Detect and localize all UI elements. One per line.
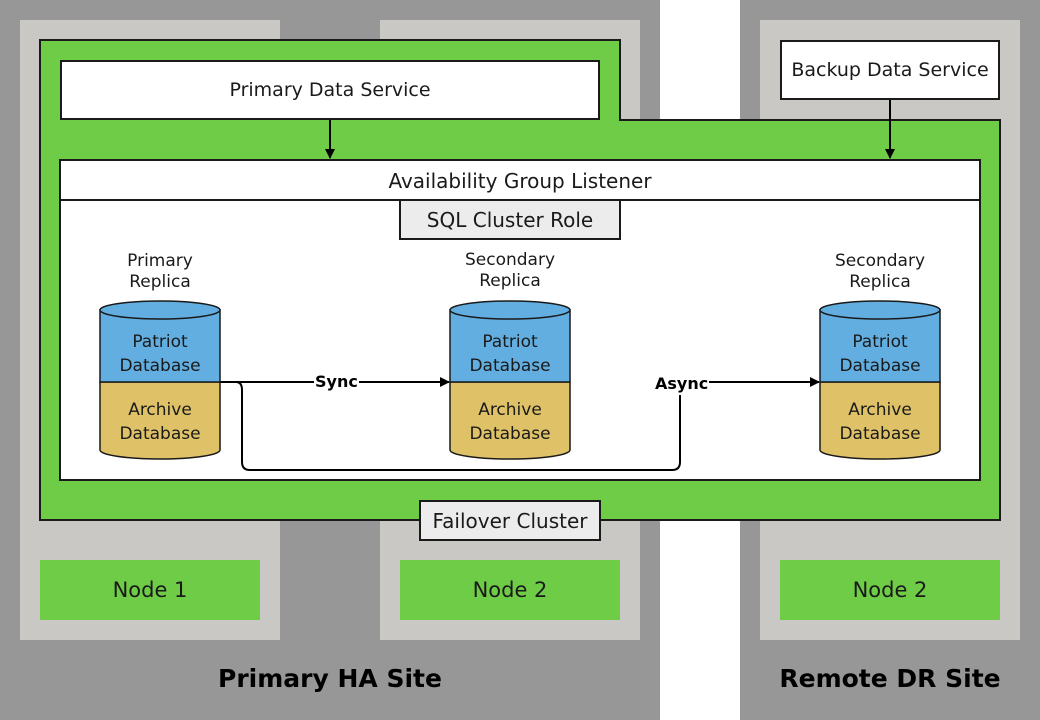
patriot-db-label-3: Patriot Database xyxy=(820,330,940,378)
patriot-db-line1: Patriot xyxy=(482,332,538,352)
patriot-db-line1: Patriot xyxy=(132,332,188,352)
replica-2-role-line1: Secondary xyxy=(464,250,556,270)
node-3-box: Node 2 xyxy=(780,560,1000,620)
sql-cluster-role-label: SQL Cluster Role xyxy=(426,207,594,232)
replica-2-role-line2: Replica xyxy=(479,271,541,291)
database-cylinder-3 xyxy=(819,300,941,460)
node-1-label: Node 1 xyxy=(112,578,188,602)
async-arrow-line xyxy=(220,381,681,471)
patriot-db-line2: Database xyxy=(119,356,201,376)
replica-1-role-line2: Replica xyxy=(129,272,191,292)
backup-data-service-box: Backup Data Service xyxy=(780,40,1000,100)
node-2-box: Node 2 xyxy=(400,560,620,620)
archive-db-line2: Database xyxy=(469,424,551,444)
replica-3-role-line2: Replica xyxy=(849,272,911,292)
remote-dr-site-label: Remote DR Site xyxy=(779,664,1001,693)
archive-db-line1: Archive xyxy=(848,400,912,420)
failover-cluster-label: Failover Cluster xyxy=(432,508,588,533)
patriot-db-label-2: Patriot Database xyxy=(450,330,570,378)
database-cylinder-1 xyxy=(99,300,221,460)
primary-data-service-label: Primary Data Service xyxy=(229,79,431,101)
replica-3-role-line1: Secondary xyxy=(834,251,926,271)
sql-cluster-role-box: SQL Cluster Role xyxy=(399,199,621,240)
replica-1-role-line1: Primary xyxy=(127,251,193,271)
replica-label-1: Primary Replica xyxy=(90,251,230,293)
primary-ha-site-label: Primary HA Site xyxy=(218,664,442,693)
failover-cluster-box: Failover Cluster xyxy=(419,500,601,541)
patriot-db-line2: Database xyxy=(839,356,921,376)
archive-db-label-1: Archive Database xyxy=(100,398,220,446)
availability-group-listener: Availability Group Listener xyxy=(60,162,980,200)
archive-db-line1: Archive xyxy=(478,400,542,420)
sync-label: Sync xyxy=(314,372,359,391)
node-2-label: Node 2 xyxy=(472,578,548,602)
archive-db-line2: Database xyxy=(119,424,201,444)
patriot-db-line2: Database xyxy=(469,356,551,376)
replica-label-2: Secondary Replica xyxy=(440,250,580,292)
availability-group-listener-label: Availability Group Listener xyxy=(388,169,652,193)
primary-data-service-box: Primary Data Service xyxy=(60,60,600,120)
patriot-db-line1: Patriot xyxy=(852,332,908,352)
archive-db-line2: Database xyxy=(839,424,921,444)
async-label: Async xyxy=(654,374,710,393)
replica-label-3: Secondary Replica xyxy=(810,251,950,293)
node-1-box: Node 1 xyxy=(40,560,260,620)
archive-db-line1: Archive xyxy=(128,400,192,420)
backup-data-service-label: Backup Data Service xyxy=(791,59,989,81)
archive-db-label-2: Archive Database xyxy=(450,398,570,446)
node-3-label: Node 2 xyxy=(852,578,928,602)
archive-db-label-3: Archive Database xyxy=(820,398,940,446)
patriot-db-label-1: Patriot Database xyxy=(100,330,220,378)
database-cylinder-2 xyxy=(449,300,571,460)
